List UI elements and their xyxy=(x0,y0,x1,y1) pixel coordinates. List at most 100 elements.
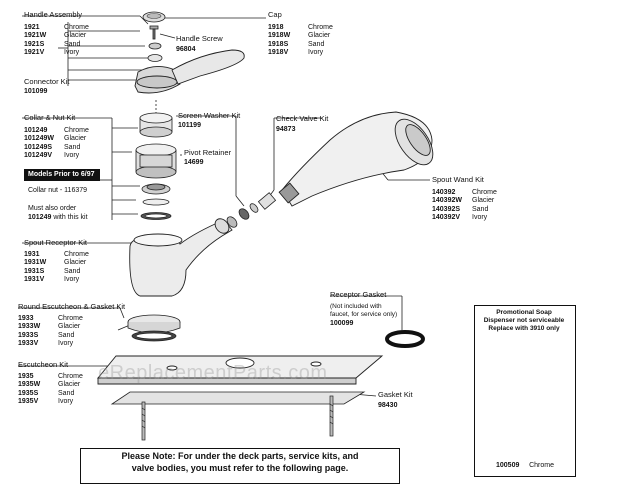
part-finish: Sand xyxy=(64,267,81,275)
spout-receptor-kit-title: Spout Receptor Kit xyxy=(24,238,87,247)
pivot-retainer-title: Pivot Retainer xyxy=(184,148,232,157)
part-finish: Glacier xyxy=(64,135,87,143)
round-escutcheon-part xyxy=(127,314,181,342)
handle-assembly-title: Handle Assembly xyxy=(24,10,82,19)
promo-part: 100509 Chrome xyxy=(496,462,554,470)
handle-screw-number: 96804 xyxy=(176,46,196,53)
part-finish: Glacier xyxy=(472,197,495,205)
part-number: 1935S xyxy=(18,389,39,397)
cap-part xyxy=(142,11,166,23)
part-number: 1933 xyxy=(18,315,34,322)
screen-washer-kit-number: 101199 xyxy=(178,122,201,129)
part-finish: Ivory xyxy=(64,151,80,159)
part-row: 1935S Sand xyxy=(18,390,83,398)
handle-screw-title: Handle Screw xyxy=(176,34,223,43)
part-number: 140392V xyxy=(432,213,461,221)
part-number: 101249W xyxy=(24,135,54,143)
handle-part xyxy=(134,49,245,94)
please-note-box: Please Note: For under the deck parts, s… xyxy=(80,448,400,484)
part-finish: Sand xyxy=(472,205,489,213)
part-finish: Chrome xyxy=(58,315,83,322)
part-finish: Ivory xyxy=(308,48,324,56)
pivot-retainer-number: 14699 xyxy=(184,159,204,166)
promo-line-1: Promotional Soap xyxy=(496,309,552,316)
receptor-gasket-note-2: faucet, for service only) xyxy=(330,311,398,318)
collar-nut-text: Collar nut - 116379 xyxy=(28,187,88,194)
note-line-2: valve bodies, you must refer to the foll… xyxy=(131,462,349,473)
part-finish: Ivory xyxy=(58,397,74,405)
part-number: 1918V xyxy=(268,48,289,56)
escutcheon-kit-title: Escutcheon Kit xyxy=(18,360,69,369)
collar-parts xyxy=(135,112,177,220)
part-number: 1921V xyxy=(24,48,45,56)
part-finish: Sand xyxy=(58,331,75,339)
handle-screw-part xyxy=(149,25,159,40)
part-finish: Sand xyxy=(58,389,75,397)
note-line-1: Please Note: For under the deck parts, s… xyxy=(121,451,359,461)
promo-title: Promotional Soap Dispenser not serviceab… xyxy=(474,309,574,333)
connector-kit-number: 101099 xyxy=(24,88,48,95)
part-row: 1921V Ivory xyxy=(24,49,89,57)
cap-title: Cap xyxy=(268,10,282,19)
receptor-gasket-number: 100099 xyxy=(330,320,354,327)
part-finish: Chrome xyxy=(472,189,497,196)
part-row: 1918 Chrome xyxy=(268,24,333,32)
part-row: 1918V Ivory xyxy=(268,49,333,57)
part-finish: Ivory xyxy=(64,275,80,283)
spout-wand-kit-title: Spout Wand Kit xyxy=(432,175,484,184)
promo-part-finish: Chrome xyxy=(529,462,554,469)
receptor-gasket-note-1: (Not included with xyxy=(330,303,382,310)
promo-box xyxy=(474,305,576,477)
part-number: 1918 xyxy=(268,24,284,31)
part-finish: Sand xyxy=(64,143,81,151)
part-row: 101249V Ivory xyxy=(24,152,89,160)
with-kit-note: 101249 with this kit xyxy=(28,214,88,222)
gasket-kit-number: 98430 xyxy=(378,402,398,409)
part-finish: Ivory xyxy=(472,213,488,221)
collar-nut-kit-title: Collar & Nut Kit xyxy=(24,113,76,122)
part-row: 140392V Ivory xyxy=(432,214,497,222)
part-finish: Chrome xyxy=(58,373,83,380)
part-finish: Ivory xyxy=(64,48,80,56)
part-number: 101249S xyxy=(24,143,53,151)
part-number: 1918W xyxy=(268,32,291,40)
screen-washer-kit-title: Screen Washer Kit xyxy=(178,111,241,120)
part-number: 101249V xyxy=(24,151,53,159)
part-finish: Ivory xyxy=(58,339,74,347)
part-row: 1935V Ivory xyxy=(18,398,83,406)
receptor-gasket-part xyxy=(385,330,425,348)
part-number: 1935V xyxy=(18,397,39,405)
connector-kit-title: Connector Kit xyxy=(24,77,70,86)
part-finish: Chrome xyxy=(308,24,333,31)
part-row: 101249W Glacier xyxy=(24,135,89,143)
spout-receptor-part xyxy=(129,218,233,297)
with-kit-text: with this kit xyxy=(53,214,88,221)
part-finish: Sand xyxy=(308,40,325,48)
promo-part-number: 100509 xyxy=(496,462,520,469)
part-finish: Chrome xyxy=(64,127,89,134)
part-finish: Sand xyxy=(64,40,81,48)
gasket-kit-title: Gasket Kit xyxy=(378,390,413,399)
part-finish: Glacier xyxy=(64,32,87,40)
part-number: 101249 xyxy=(24,127,48,134)
check-valve-kit-title: Check Valve Kit xyxy=(276,114,329,123)
watermark: eReplacementParts.com xyxy=(98,362,328,384)
round-escutcheon-title: Round Escutcheon & Gasket Kit xyxy=(18,302,126,311)
